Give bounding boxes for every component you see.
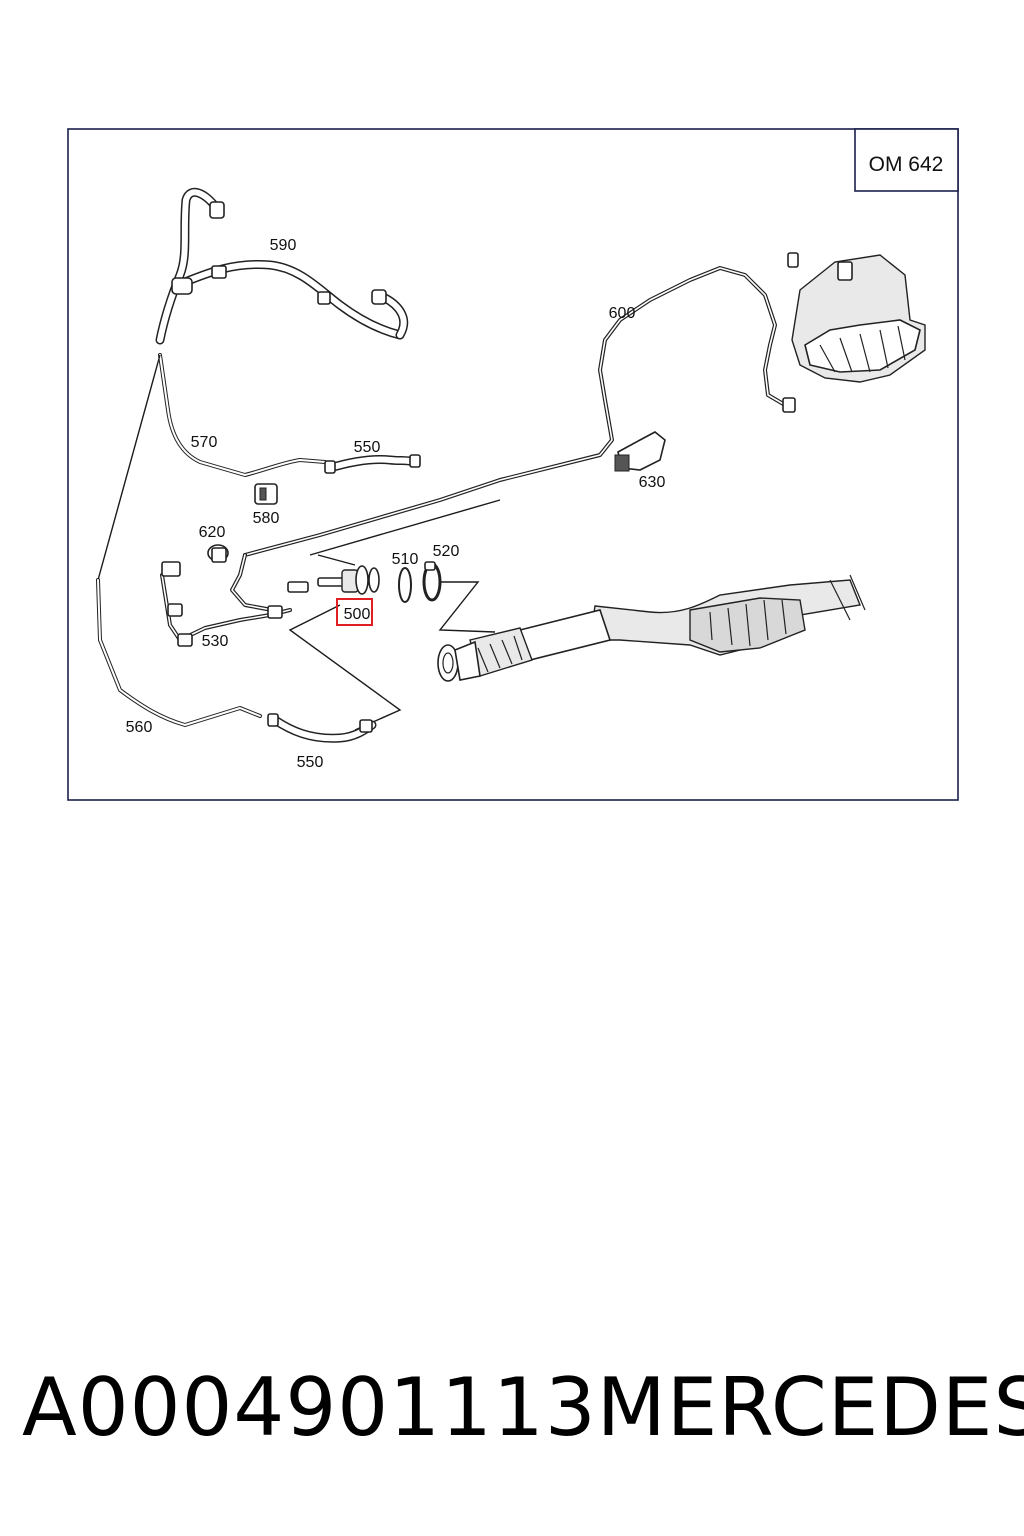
label-510: 510	[392, 551, 419, 568]
label-600: 600	[609, 305, 636, 322]
label-570: 570	[191, 434, 218, 451]
pipe-570	[158, 353, 327, 477]
sensor-500	[317, 565, 380, 595]
label-500: 500	[344, 606, 371, 623]
highlight-box-500	[336, 598, 373, 626]
wire-600	[243, 252, 799, 557]
caption: A0004901113 MERCEDES	[22, 1361, 1024, 1454]
hose-550-top	[324, 454, 421, 474]
clamp-520	[422, 561, 442, 602]
hose-550-bottom	[267, 713, 377, 743]
cap-620	[207, 544, 229, 563]
engine-label-box	[854, 128, 959, 192]
label-630: 630	[639, 474, 666, 491]
label-560: 560	[126, 719, 153, 736]
brand-name: MERCEDES	[596, 1361, 1024, 1454]
pipe-560	[96, 578, 262, 727]
label-530: 530	[202, 633, 229, 650]
diagram-frame	[67, 128, 959, 801]
label-520: 520	[433, 543, 460, 560]
hose-590	[155, 187, 409, 345]
label-590: 590	[270, 237, 297, 254]
label-620: 620	[199, 524, 226, 541]
label-580: 580	[253, 510, 280, 527]
exhaust-dpf	[437, 574, 866, 682]
clip-580	[254, 483, 278, 505]
engine-label: OM 642	[869, 153, 944, 176]
part-labels: 590 600 570 550 580 630 620 510 520 500 …	[126, 237, 666, 771]
label-550-top: 550	[354, 439, 381, 456]
part-number: A0004901113	[22, 1361, 597, 1454]
gasket-510	[398, 567, 412, 603]
label-550-bottom: 550	[297, 754, 324, 771]
wire-530	[160, 553, 309, 647]
intake-manifold	[791, 254, 926, 383]
leader-lines	[97, 354, 501, 731]
bracket-630	[614, 431, 666, 472]
